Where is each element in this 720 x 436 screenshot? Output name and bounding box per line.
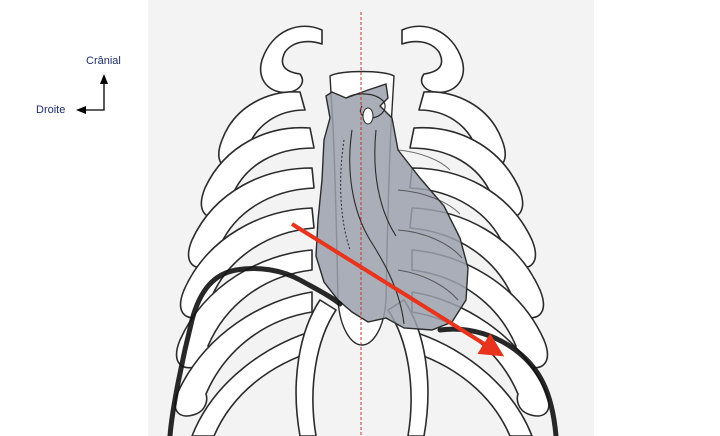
rib-overlay — [397, 149, 463, 301]
vector-loop-curve-right — [437, 326, 559, 436]
orientation-indicator — [76, 74, 108, 114]
cranial-arrow-icon — [100, 74, 108, 84]
right-arrow-icon — [76, 106, 86, 114]
electrical-axis-arrow — [290, 222, 505, 357]
orientation-arrow-lines — [84, 82, 105, 111]
vector-loop-curve — [167, 265, 343, 436]
rib-cage — [174, 25, 550, 436]
cranial-label: Crânial — [86, 55, 121, 67]
heart — [315, 83, 469, 331]
right-label: Droite — [36, 104, 66, 116]
